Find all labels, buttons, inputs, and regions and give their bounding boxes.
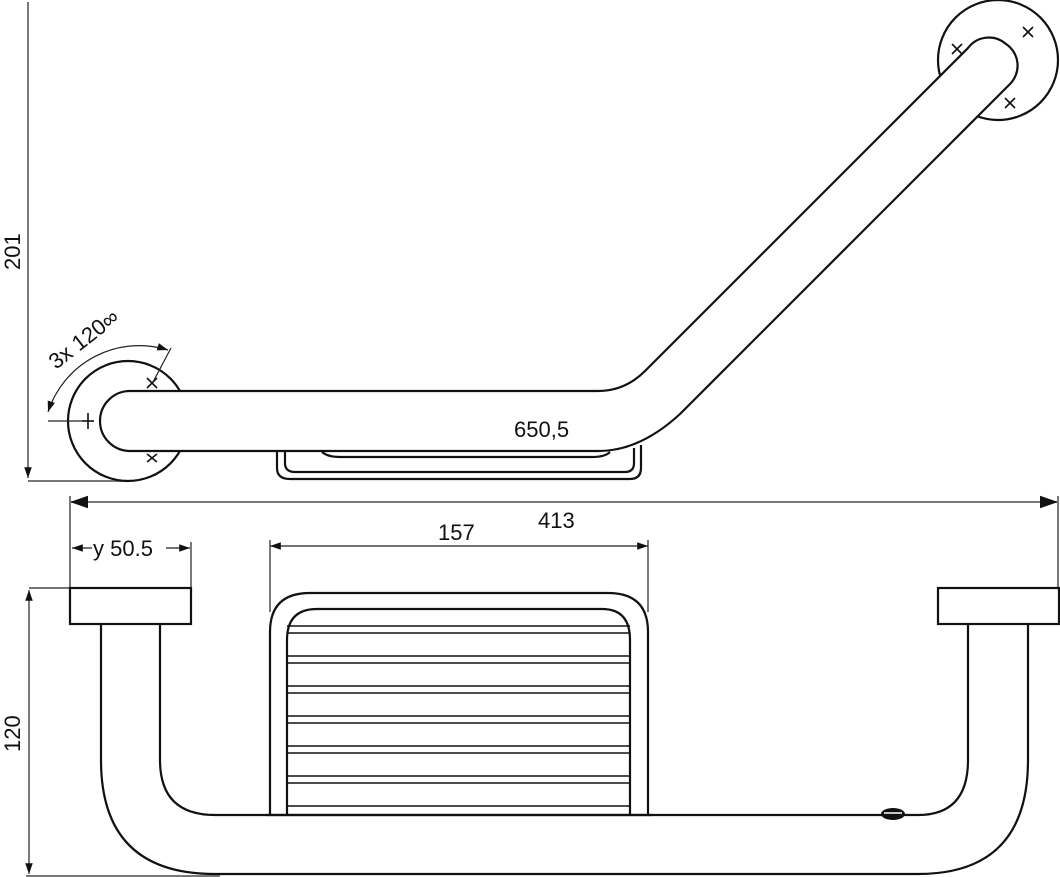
dimension-157: 157 (269, 520, 649, 612)
top-view: 201 3x 120∞ 650,5 (0, 0, 1060, 483)
set-screw-icon (881, 808, 905, 820)
left-flange-side (68, 586, 193, 626)
dimension-201: 201 (0, 2, 130, 482)
dimension-label-flange: y 50.5 (93, 536, 153, 561)
dimension-413: 413 (69, 495, 1059, 588)
screw-mark-icon (951, 26, 1034, 109)
dimension-flange: y 50.5 (72, 536, 192, 588)
soap-basket-top (275, 445, 643, 481)
grab-bar-body (98, 36, 1019, 453)
dimension-label-projection: 120 (0, 715, 25, 752)
right-flange (936, 0, 1060, 122)
dimension-label-height: 201 (0, 233, 25, 270)
dimension-label-overall-width: 413 (538, 508, 575, 533)
grab-bar-front (99, 624, 1030, 876)
grab-bar-front-inner (158, 624, 970, 817)
dimension-120: 120 (0, 587, 220, 877)
dimension-label-basket-width: 157 (438, 520, 475, 545)
soap-basket-front (266, 591, 652, 817)
dimension-label-length: 650,5 (514, 417, 569, 442)
right-flange-side (936, 586, 1060, 626)
front-view: 413 157 y 50.5 120 (0, 495, 1060, 877)
basket-slats (287, 625, 630, 807)
